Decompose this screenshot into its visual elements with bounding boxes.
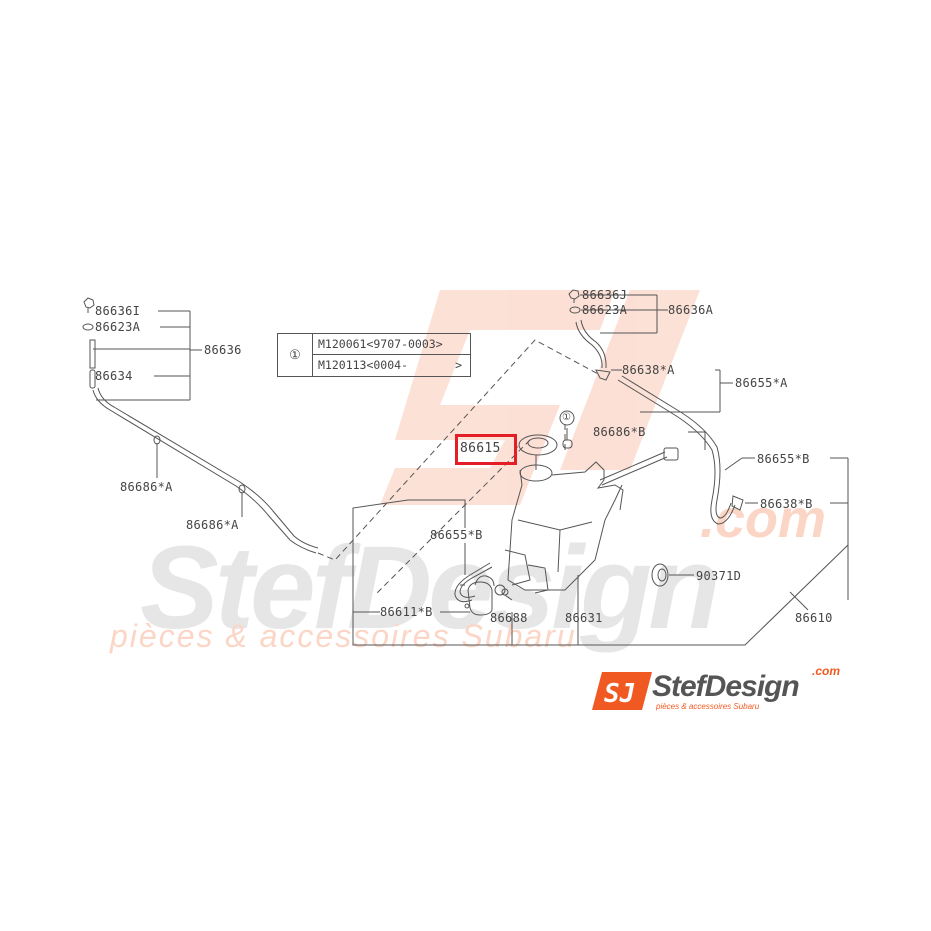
logo-tagline: pièces & accessoires Subaru: [656, 702, 760, 711]
part-label-86655b-right[interactable]: 86655*B: [757, 452, 810, 466]
grommet-90371d: [651, 563, 694, 587]
part-label-86636[interactable]: 86636: [204, 343, 242, 357]
watermark-brand: StefDesign: [140, 522, 720, 654]
part-label-86636j[interactable]: 86636J: [582, 288, 628, 302]
washer-pump: [454, 562, 509, 616]
right-hose: [599, 375, 744, 525]
part-label-86623a-right[interactable]: 86623A: [582, 303, 628, 317]
circle-ref-label: ①: [562, 412, 572, 423]
logo-brand-text: StefDesign: [652, 670, 800, 703]
highlight-box-86615: [455, 434, 517, 465]
part-label-86686b[interactable]: 86686*B: [593, 425, 646, 439]
table-circle-ref: ①: [278, 334, 313, 376]
part-label-86631[interactable]: 86631: [565, 611, 603, 625]
right-bracket: [352, 457, 849, 646]
stefdesign-logo: SJ StefDesign .com pièces & accessoires …: [590, 664, 850, 714]
part-label-86634[interactable]: 86634: [95, 369, 133, 383]
part-label-86615[interactable]: 86615: [460, 441, 501, 456]
watermark-tagline: pièces & accessoires Subaru: [110, 618, 577, 654]
part-label-86611b[interactable]: 86611*B: [380, 605, 433, 619]
left-nozzle: [82, 297, 96, 389]
application-table: ① M120061<9707-0003> M120113<0004->: [277, 333, 471, 377]
watermark-com: .com: [700, 489, 827, 549]
part-label-86638b[interactable]: 86638*B: [760, 497, 813, 511]
center-leaders: [353, 543, 579, 645]
left-bracket: [93, 310, 202, 401]
logo-badge-icon: SJ: [592, 672, 652, 710]
part-label-86686a-2[interactable]: 86686*A: [186, 518, 239, 532]
svg-text:SJ: SJ: [604, 679, 635, 709]
part-label-86655b-center[interactable]: 86655*B: [430, 528, 483, 542]
table-row: M120061<9707-0003>: [313, 334, 470, 355]
part-label-86655a[interactable]: 86655*A: [735, 376, 788, 390]
part-label-86636a[interactable]: 86636A: [668, 303, 714, 317]
part-label-90371d[interactable]: 90371D: [696, 569, 742, 583]
dashed-guides: [317, 339, 601, 596]
part-label-86638a[interactable]: 86638*A: [622, 363, 675, 377]
part-label-86686a-1[interactable]: 86686*A: [120, 480, 173, 494]
part-label-86623a-left[interactable]: 86623A: [95, 320, 141, 334]
part-label-86610[interactable]: 86610: [795, 611, 833, 625]
logo-suffix: .com: [812, 664, 841, 678]
left-hose: [92, 387, 319, 554]
part-label-86688[interactable]: 86688: [490, 611, 528, 625]
table-row: M120113<0004->: [318, 358, 462, 372]
part-label-86636i[interactable]: 86636I: [95, 304, 141, 318]
washer-tank: [504, 428, 624, 594]
